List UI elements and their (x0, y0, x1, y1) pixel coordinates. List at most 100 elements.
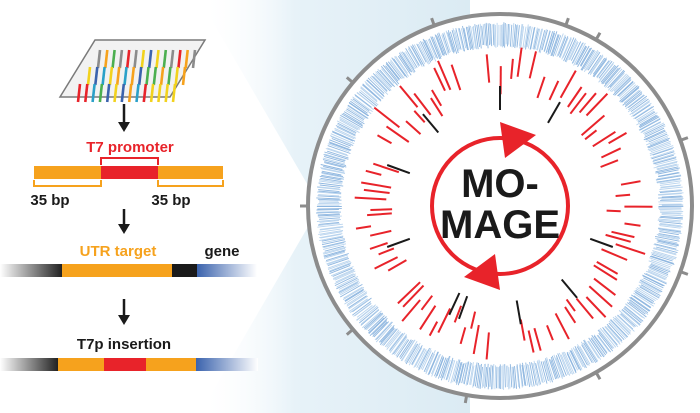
density-tick (659, 221, 683, 225)
density-tick (658, 200, 683, 203)
density-tick (322, 159, 347, 167)
density-tick (652, 154, 674, 162)
target-mark (600, 159, 619, 168)
density-tick (342, 112, 363, 125)
target-mark (433, 67, 446, 92)
density-tick (579, 346, 591, 365)
density-tick (580, 47, 592, 67)
density-tick (479, 366, 483, 389)
density-tick (372, 73, 391, 92)
density-tick (565, 39, 577, 63)
density-tick (367, 77, 385, 94)
density-tick (591, 334, 607, 356)
density-tick (411, 46, 422, 65)
density-tick (457, 27, 465, 52)
density-tick (316, 219, 341, 222)
density-tick (652, 250, 677, 259)
density-tick (511, 23, 515, 48)
scale-tick (345, 328, 354, 336)
density-tick (460, 28, 467, 49)
density-tick (598, 60, 613, 79)
left-homology-arm (34, 166, 101, 179)
target-mark (399, 85, 419, 108)
density-tick (647, 140, 671, 151)
density-tick (608, 320, 627, 340)
density-tick (645, 130, 666, 141)
density-tick (329, 142, 351, 152)
density-tick (621, 87, 640, 103)
right-bp-bracket (157, 180, 224, 187)
density-tick (356, 304, 377, 321)
density-tick (538, 30, 546, 53)
density-tick (608, 322, 625, 341)
density-tick (469, 362, 474, 385)
density-tick (571, 42, 584, 64)
density-tick (352, 301, 372, 316)
density-tick (319, 217, 341, 220)
target-mark (580, 114, 606, 136)
density-tick (532, 27, 538, 50)
density-tick (618, 82, 636, 98)
density-tick (617, 80, 634, 97)
density-tick (544, 360, 551, 381)
density-tick (539, 29, 547, 54)
density-tick (336, 275, 359, 288)
density-tick (474, 362, 480, 387)
target-mark (533, 327, 542, 351)
density-tick (543, 30, 551, 52)
density-tick (492, 363, 495, 390)
density-tick (332, 131, 354, 142)
density-tick (536, 28, 544, 51)
oligo-strand (86, 66, 92, 86)
density-tick (602, 65, 619, 85)
density-tick (320, 233, 342, 239)
density-tick (645, 131, 668, 143)
density-tick (650, 150, 675, 159)
density-tick (575, 45, 587, 65)
density-tick (652, 148, 673, 156)
density-tick (375, 73, 392, 91)
density-tick (348, 295, 369, 310)
density-tick (317, 191, 342, 195)
density-tick (569, 41, 579, 60)
density-tick (431, 354, 440, 375)
density-tick (607, 325, 623, 343)
density-tick (323, 251, 345, 259)
density-tick (653, 247, 677, 255)
density-tick (536, 361, 543, 383)
density-tick (476, 24, 481, 47)
oligo-strand (133, 49, 138, 69)
target-mark (450, 64, 462, 91)
target-mark (606, 209, 621, 213)
density-tick (637, 111, 656, 123)
density-tick (639, 114, 657, 126)
density-tick (404, 340, 418, 362)
density-tick (325, 254, 348, 263)
oligo-strand (108, 66, 114, 86)
oligo-strand (169, 49, 175, 69)
density-tick (555, 357, 564, 378)
density-tick (613, 75, 630, 92)
density-tick (589, 54, 604, 74)
density-tick (369, 317, 388, 337)
density-tick (362, 310, 382, 329)
density-tick (644, 127, 665, 138)
oligo-strand (149, 83, 155, 103)
density-tick (373, 75, 388, 91)
density-tick (659, 189, 682, 193)
density-tick (386, 331, 400, 348)
density-tick (512, 366, 516, 389)
density-tick (350, 98, 372, 115)
density-tick (416, 43, 427, 63)
density-tick (625, 303, 643, 318)
density-tick (319, 226, 344, 231)
density-tick (347, 107, 366, 120)
density-tick (316, 209, 339, 211)
density-tick (485, 22, 489, 49)
target-mark (387, 259, 407, 272)
gene-segment (197, 264, 257, 277)
density-tick (317, 211, 339, 213)
density-tick (425, 353, 436, 375)
density-tick (658, 233, 680, 238)
